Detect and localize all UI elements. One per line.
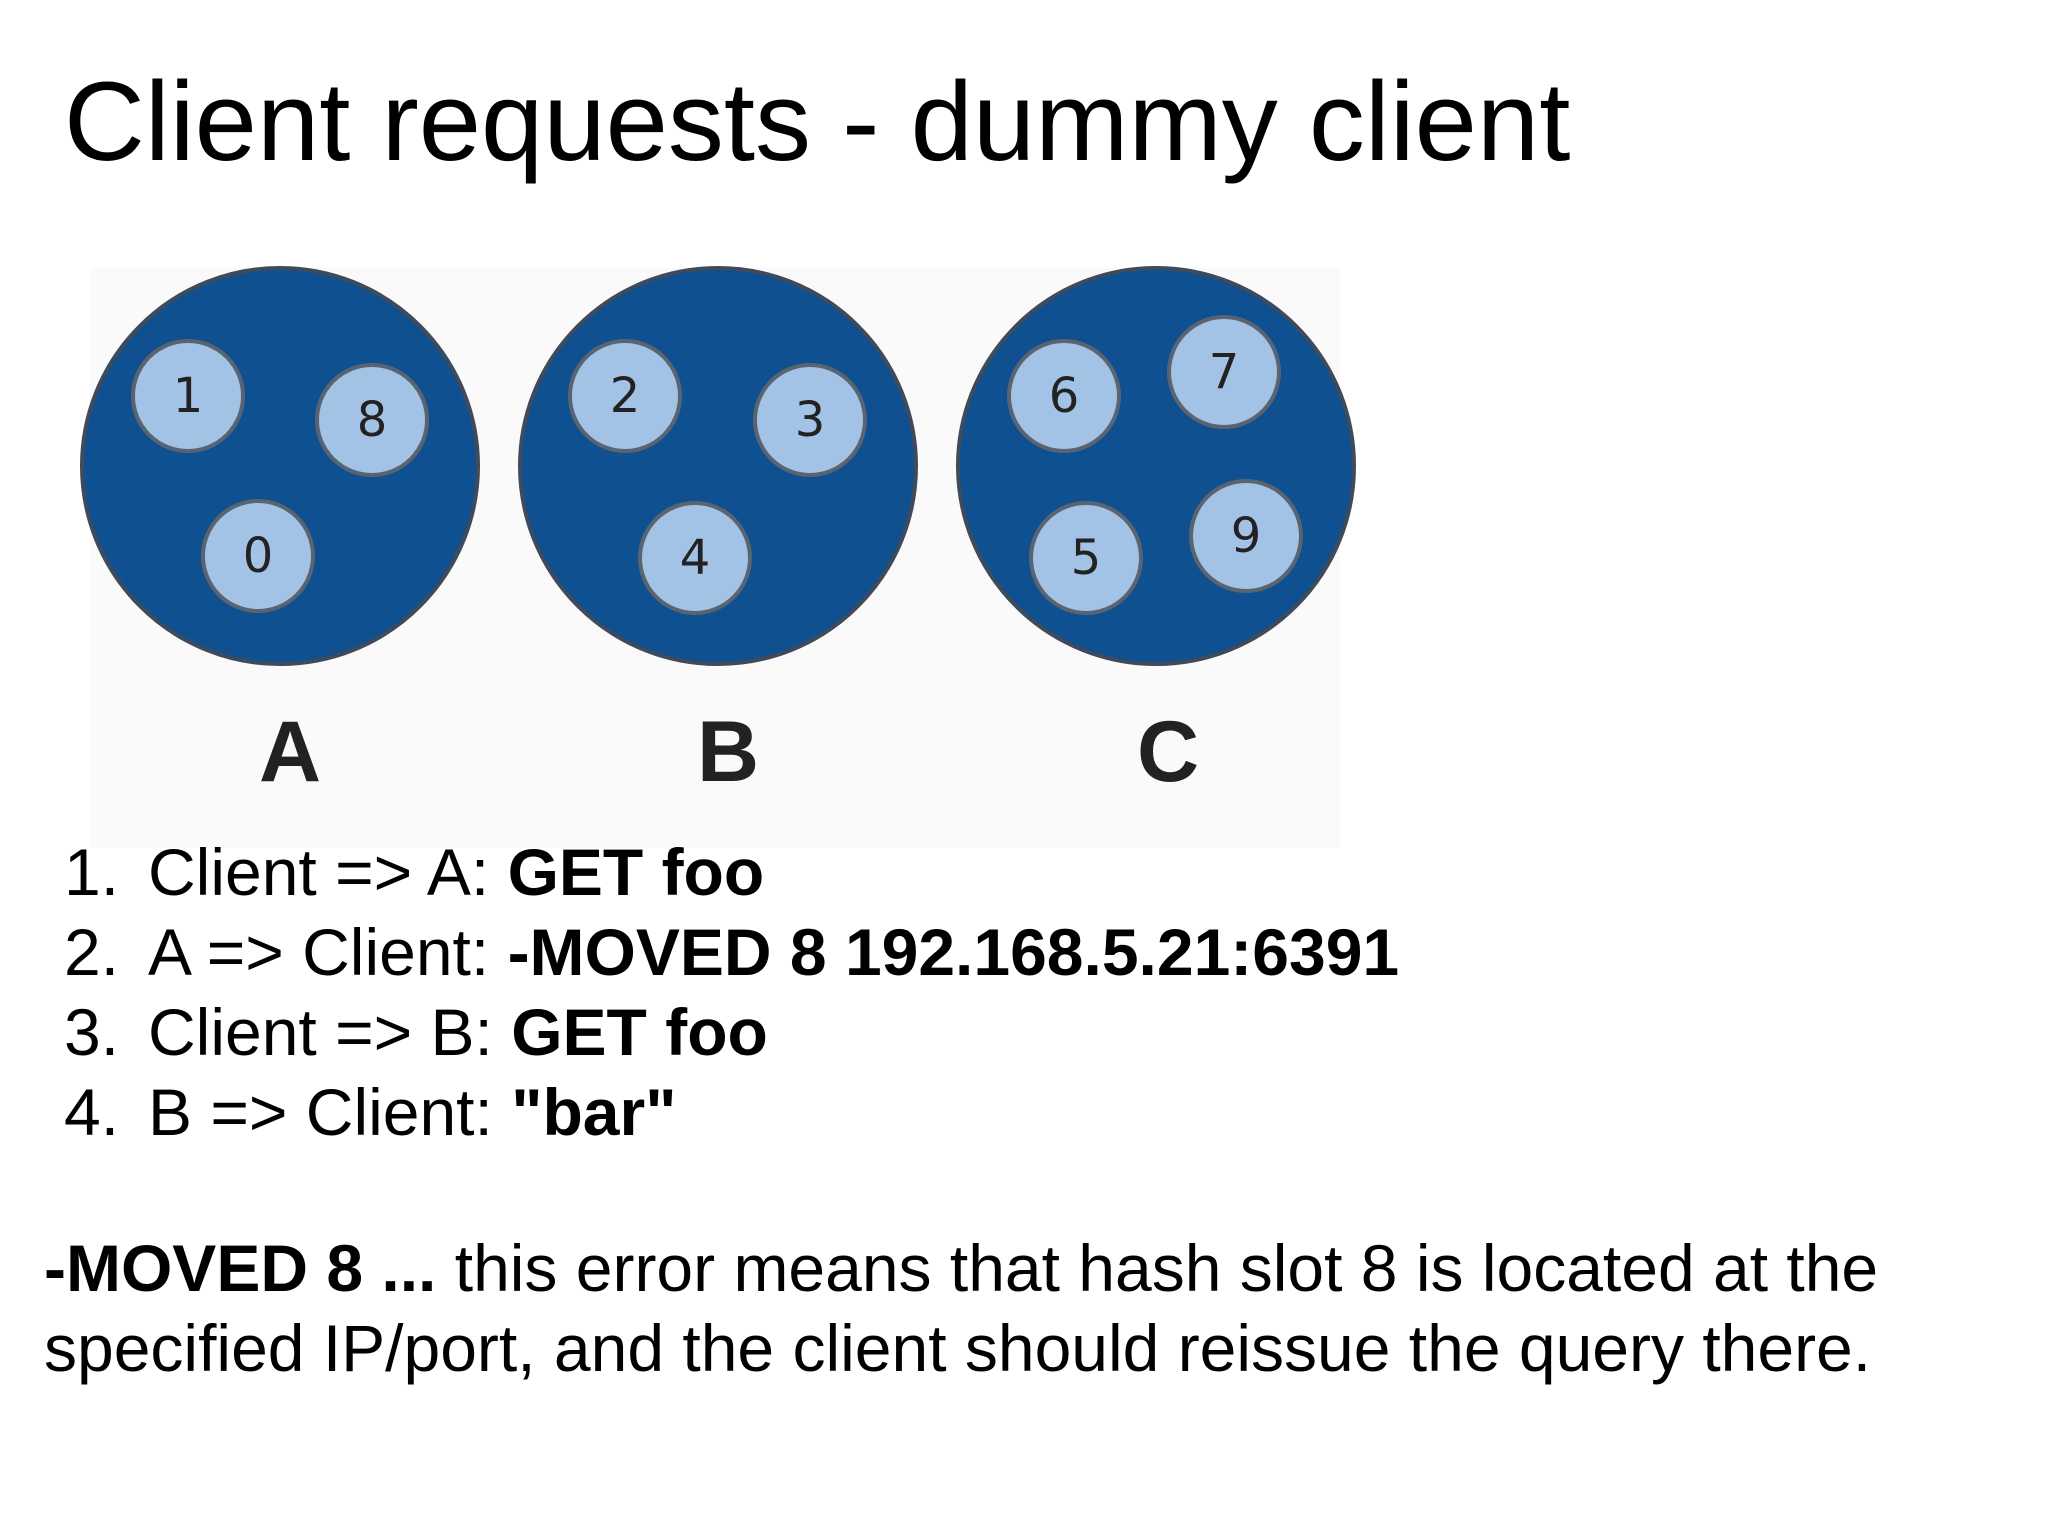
slot-2: 2 bbox=[568, 339, 682, 453]
slot-6: 6 bbox=[1007, 339, 1121, 453]
moved-error-explanation: -MOVED 8 ... this error means that hash … bbox=[44, 1228, 1964, 1388]
slot-6-label: 6 bbox=[1049, 368, 1080, 424]
slot-4-label: 4 bbox=[680, 530, 711, 586]
slot-4-circle bbox=[638, 501, 752, 615]
slot-9: 9 bbox=[1189, 479, 1303, 593]
step-item: 4. B => Client: "bar" bbox=[64, 1072, 1399, 1152]
step-number: 3. bbox=[64, 995, 120, 1069]
slot-1-label: 1 bbox=[173, 368, 204, 424]
slot-9-circle bbox=[1189, 479, 1303, 593]
step-text: Client => A: bbox=[148, 835, 508, 909]
slot-0: 0 bbox=[201, 499, 315, 613]
step-number: 2. bbox=[64, 915, 120, 989]
slot-8: 8 bbox=[315, 363, 429, 477]
slot-3-label: 3 bbox=[795, 392, 826, 448]
page-title: Client requests - dummy client bbox=[64, 59, 1571, 184]
node-c-label: C bbox=[1137, 704, 1199, 800]
slot-3: 3 bbox=[753, 363, 867, 477]
slot-5-label: 5 bbox=[1071, 530, 1102, 586]
slot-0-label: 0 bbox=[243, 528, 274, 584]
step-command: GET foo bbox=[511, 995, 768, 1069]
slot-7-label: 7 bbox=[1209, 344, 1240, 400]
slot-8-circle bbox=[315, 363, 429, 477]
step-number: 4. bbox=[64, 1075, 120, 1149]
note-text: this error means that hash slot 8 is loc… bbox=[44, 1231, 1879, 1385]
request-steps-list: 1. Client => A: GET foo 2. A => Client: -M… bbox=[64, 832, 1399, 1152]
note-error-code: -MOVED 8 ... bbox=[44, 1231, 437, 1305]
step-text: B => Client: bbox=[148, 1075, 512, 1149]
node-c: 6 7 5 9 C bbox=[956, 266, 1356, 800]
slot-8-label: 8 bbox=[357, 392, 388, 448]
step-text: A => Client: bbox=[148, 915, 508, 989]
step-item: 2. A => Client: -MOVED 8 192.168.5.21:639… bbox=[64, 912, 1399, 992]
slot-7: 7 bbox=[1167, 315, 1281, 429]
slot-0-circle bbox=[201, 499, 315, 613]
cluster-diagram: 1 8 0 A 2 3 4 B 6 bbox=[80, 266, 1356, 800]
step-text: Client => B: bbox=[148, 995, 512, 1069]
slot-6-circle bbox=[1007, 339, 1121, 453]
node-c-circle bbox=[956, 266, 1356, 666]
step-number: 1. bbox=[64, 835, 120, 909]
step-item: 1. Client => A: GET foo bbox=[64, 832, 1399, 912]
slot-9-label: 9 bbox=[1231, 508, 1262, 564]
step-command: GET foo bbox=[507, 835, 765, 909]
slot-2-label: 2 bbox=[610, 368, 641, 424]
node-b-label: B bbox=[697, 704, 759, 800]
slot-4: 4 bbox=[638, 501, 752, 615]
slot-5-circle bbox=[1029, 501, 1143, 615]
step-command: -MOVED 8 192.168.5.21:6391 bbox=[507, 915, 1400, 989]
step-command: "bar" bbox=[511, 1075, 677, 1149]
slot-3-circle bbox=[753, 363, 867, 477]
slot-7-circle bbox=[1167, 315, 1281, 429]
slot-2-circle bbox=[568, 339, 682, 453]
node-b: 2 3 4 B bbox=[518, 266, 918, 800]
slot-1: 1 bbox=[131, 339, 245, 453]
slot-1-circle bbox=[131, 339, 245, 453]
step-item: 3. Client => B: GET foo bbox=[64, 992, 1399, 1072]
slot-5: 5 bbox=[1029, 501, 1143, 615]
node-a-label: A bbox=[259, 704, 321, 800]
node-a: 1 8 0 A bbox=[80, 266, 480, 800]
